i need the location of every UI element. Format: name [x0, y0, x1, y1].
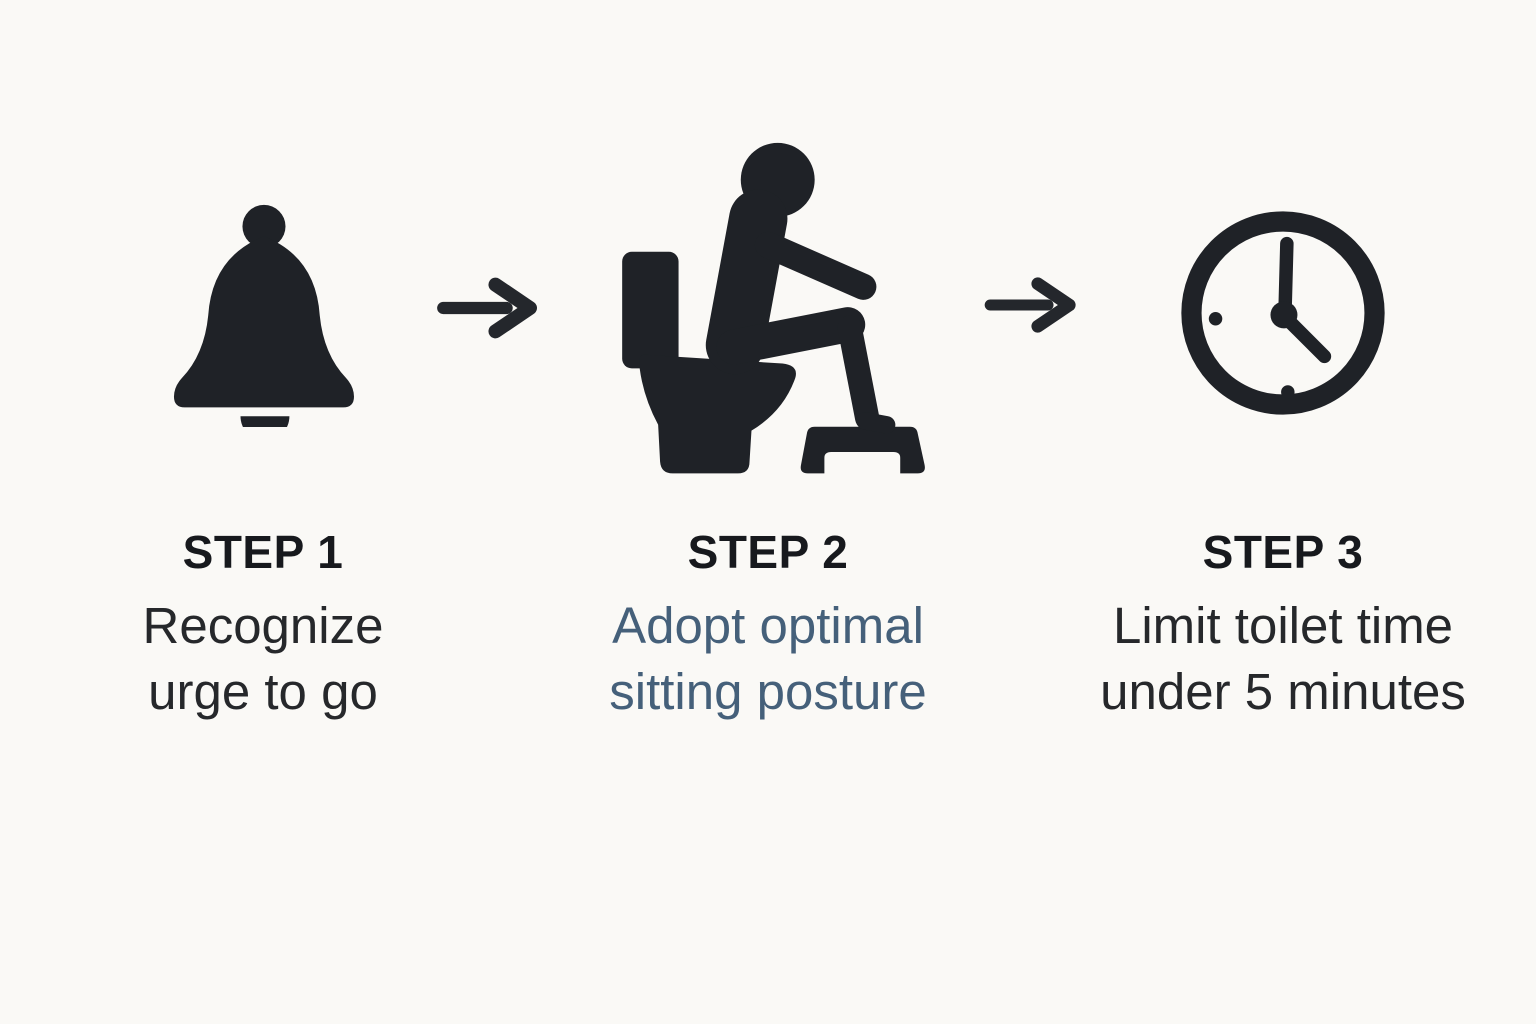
step-2-description: Adopt optimal sitting posture	[609, 593, 927, 726]
right-arrow-icon	[418, 275, 558, 341]
step-3-description-line-1: Limit toilet time	[1112, 597, 1454, 654]
step-2-description-line-2: sitting posture	[609, 663, 927, 721]
right-arrow-icon	[978, 275, 1083, 335]
step-3-description-line-2: under 5 minutes	[1100, 663, 1466, 721]
clock-icon	[1177, 103, 1389, 523]
bell-icon	[165, 103, 361, 523]
step-1-label: STEP 1	[182, 526, 344, 578]
steps-row: STEP 1 Recognize urge to go	[108, 103, 1483, 726]
step-2-section: STEP 2 Adopt optimal sitting posture	[558, 103, 978, 726]
step-2-label: STEP 2	[687, 526, 849, 578]
step-1-description-line-2: urge to go	[148, 663, 378, 721]
step-3-section: STEP 3 Limit toilet time under 5 minutes	[1083, 103, 1483, 726]
step-3-label: STEP 3	[1202, 526, 1364, 578]
step-1-description-line-1: Recognize	[142, 597, 384, 654]
step-3-description: Limit toilet time under 5 minutes	[1100, 593, 1466, 726]
step-1-section: STEP 1 Recognize urge to go	[108, 103, 418, 726]
toilet-sitting-posture-icon	[593, 103, 943, 523]
step-2-description-line-1: Adopt optimal	[612, 597, 924, 654]
step-1-description: Recognize urge to go	[143, 593, 384, 726]
